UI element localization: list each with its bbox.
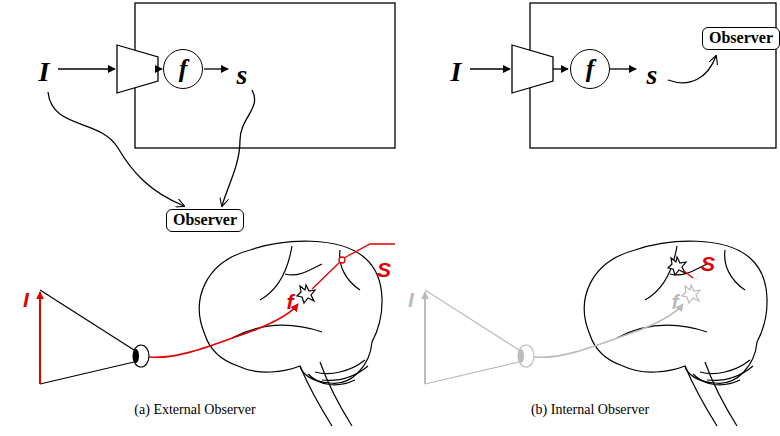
- panel-caption: (a) External Observer: [134, 402, 255, 418]
- function-symbol: f: [586, 56, 595, 82]
- brain-a: [40, 241, 395, 426]
- function-symbol: f: [179, 56, 188, 82]
- observer-box: Observer: [702, 27, 780, 50]
- input-symbol: I: [451, 56, 462, 88]
- function-circle: f: [570, 49, 610, 89]
- signal-symbol: S: [701, 252, 715, 276]
- signal-symbol: S: [377, 258, 391, 282]
- function-symbol: f: [287, 290, 294, 314]
- function-circle: f: [163, 49, 203, 89]
- observer-label: Observer: [709, 29, 773, 46]
- input-symbol: I: [23, 288, 29, 312]
- signal-symbol: s: [647, 59, 658, 91]
- signal-symbol: s: [237, 59, 248, 91]
- brain-b: [425, 241, 767, 426]
- observer-box: Observer: [166, 209, 244, 232]
- input-symbol: I: [39, 56, 50, 88]
- panel-caption: (b) Internal Observer: [531, 402, 649, 418]
- function-symbol: f: [672, 290, 679, 314]
- system-a: [48, 3, 395, 206]
- system-b: [470, 3, 776, 148]
- input-symbol: I: [408, 288, 414, 312]
- observer-label: Observer: [173, 211, 237, 228]
